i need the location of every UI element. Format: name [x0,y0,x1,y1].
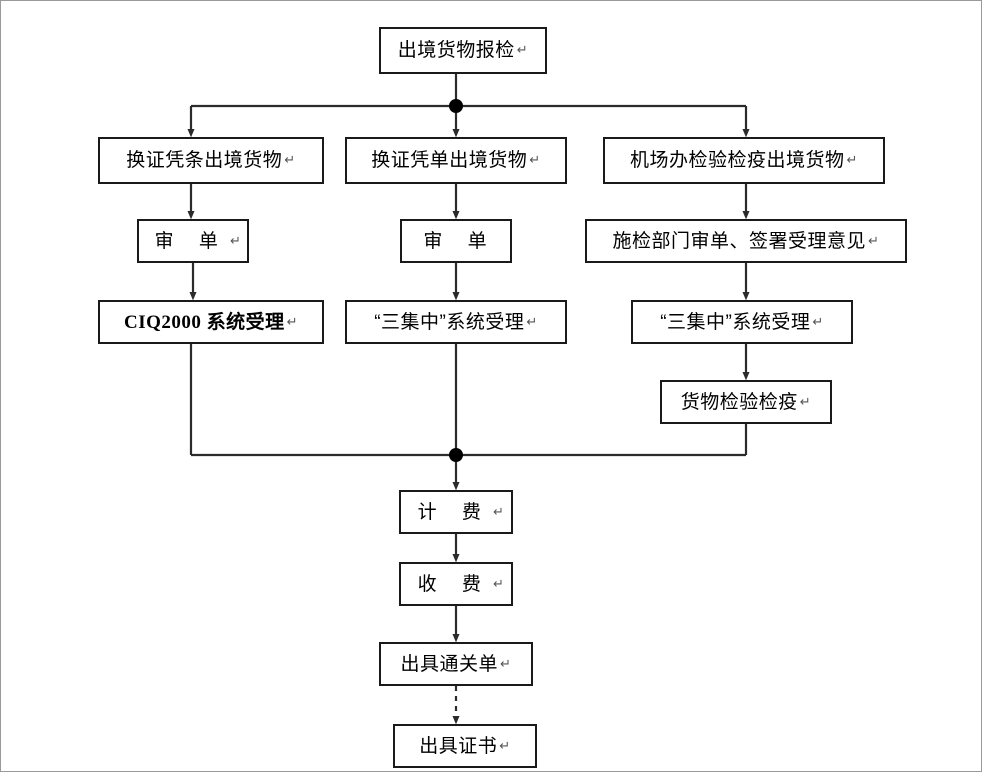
node-system-mid-label: “三集中”系统受理 [374,311,525,333]
return-mark-icon: ↵ [799,394,812,410]
node-branch-mid-label: 换证凭单出境货物 [371,150,528,171]
return-mark-icon: ↵ [516,43,529,58]
return-mark-icon: ↵ [868,233,880,249]
return-mark-icon: ↵ [499,738,511,754]
node-review-right-label: 施检部门审单、签署受理意见 [612,230,867,252]
node-inspection-label: 货物检验检疫 [680,391,798,413]
merge-junction-dot [449,448,463,462]
node-payment-label: 收 费 [417,573,491,595]
split-junction-dot [449,99,463,113]
node-clearance[interactable]: 出具通关单↵ [379,642,533,686]
node-system-right-label: “三集中”系统受理 [660,311,811,333]
node-branch-right[interactable]: 机场办检验检疫出境货物↵ [603,137,885,184]
node-certificate-label: 出具证书 [419,735,498,757]
return-mark-icon: ↵ [229,233,242,249]
return-mark-icon: ↵ [529,153,541,168]
node-payment[interactable]: 收 费↵ [399,562,513,606]
return-mark-icon: ↵ [846,153,858,168]
node-system-left[interactable]: CIQ2000 系统受理↵ [98,300,324,344]
node-start[interactable]: 出境货物报检↵ [379,27,547,74]
node-branch-left-label: 换证凭条出境货物 [126,150,283,171]
return-mark-icon: ↵ [500,656,512,672]
node-system-right[interactable]: “三集中”系统受理↵ [631,300,853,344]
return-mark-icon: ↵ [492,504,505,520]
node-review-right[interactable]: 施检部门审单、签署受理意见↵ [585,219,907,263]
node-review-left[interactable]: 审 单↵ [137,219,249,263]
node-start-label: 出境货物报检 [397,40,515,61]
node-branch-right-label: 机场办检验检疫出境货物 [630,150,845,171]
return-mark-icon: ↵ [286,314,299,330]
node-billing[interactable]: 计 费↵ [399,490,513,534]
node-billing-label: 计 费 [417,501,491,523]
node-inspection[interactable]: 货物检验检疫↵ [660,380,832,424]
node-clearance-label: 出具通关单 [400,653,499,675]
node-review-mid-label: 审 单 [423,230,497,252]
return-mark-icon: ↵ [492,576,505,592]
node-system-mid[interactable]: “三集中”系统受理↵ [345,300,567,344]
node-branch-mid[interactable]: 换证凭单出境货物↵ [345,137,567,184]
node-system-left-label: CIQ2000 系统受理 [123,311,285,333]
node-review-mid[interactable]: 审 单 [400,219,512,263]
node-branch-left[interactable]: 换证凭条出境货物↵ [98,137,324,184]
node-certificate[interactable]: 出具证书↵ [393,724,537,768]
return-mark-icon: ↵ [526,314,538,330]
return-mark-icon: ↵ [284,153,296,168]
return-mark-icon: ↵ [812,314,824,330]
node-review-left-label: 审 单 [154,230,228,252]
